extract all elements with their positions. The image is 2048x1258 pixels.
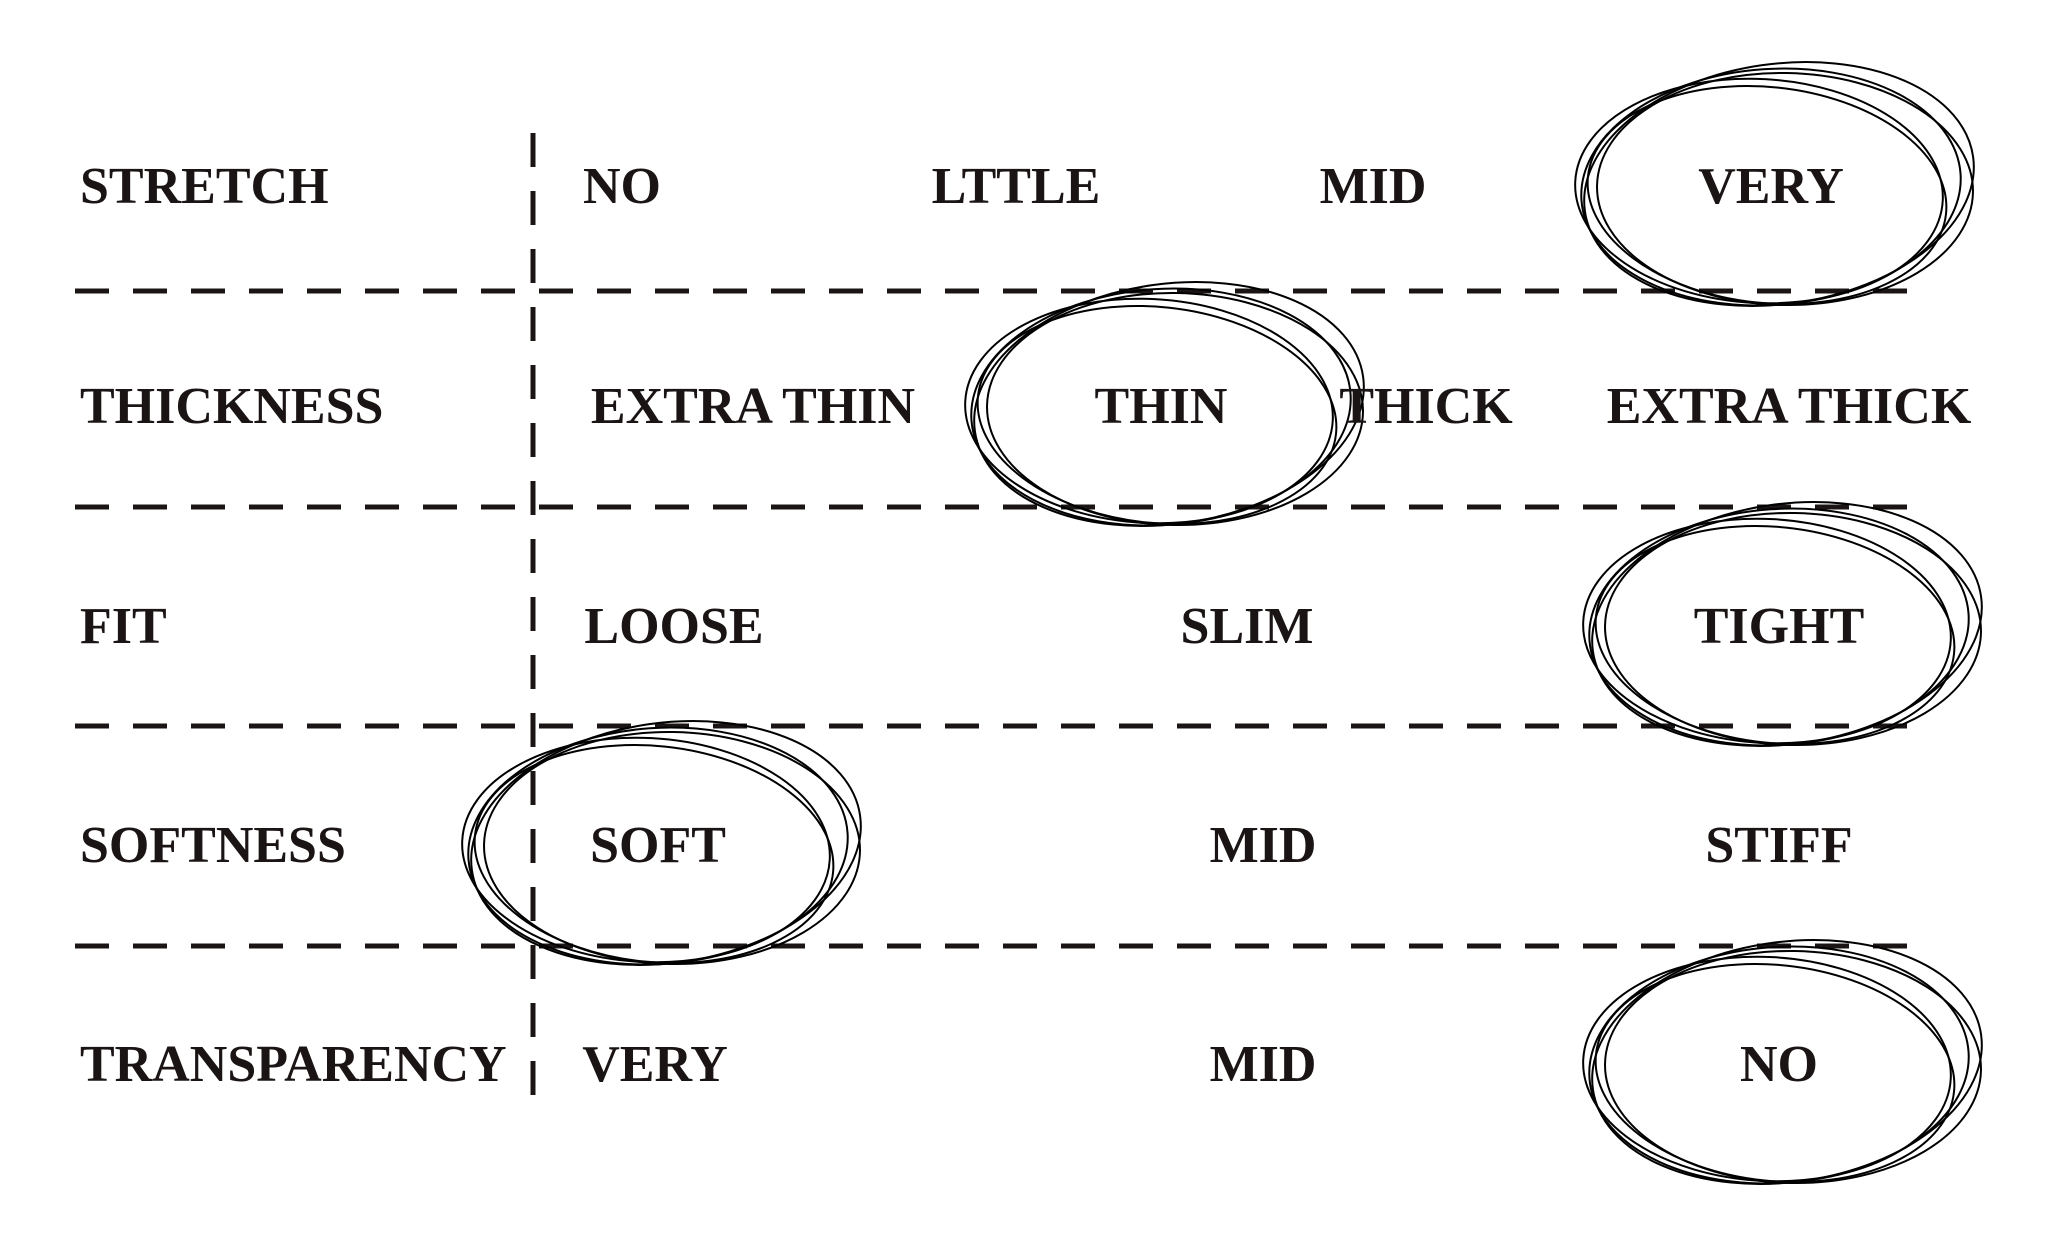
- row-label-transparency: TRANSPARENCY: [80, 1036, 507, 1093]
- option-softness-mid: MID: [1209, 817, 1317, 874]
- option-transparency-very: VERY: [582, 1036, 728, 1093]
- selection-circle-stroke: [1591, 501, 1983, 747]
- option-stretch-mid: MID: [1319, 158, 1427, 215]
- selection-circle-stroke: [1604, 949, 1982, 1185]
- option-stretch-very: VERY: [1698, 158, 1844, 215]
- selection-circle-stroke: [973, 281, 1365, 527]
- option-stretch-little: LTTLE: [931, 158, 1101, 215]
- selection-circle-stroke: [1596, 71, 1974, 307]
- option-thickness-extra-thick: EXTRA THICK: [1606, 378, 1972, 435]
- divider-lines: [75, 133, 1930, 1118]
- option-fit-slim: SLIM: [1180, 598, 1314, 655]
- selection-circles: [461, 61, 1983, 1185]
- selection-circle-stroke: [1583, 61, 1975, 307]
- selection-circle-stroke: [483, 730, 861, 966]
- selection-circle-stroke: [1591, 939, 1983, 1185]
- option-transparency-no: NO: [1740, 1036, 1818, 1093]
- option-thickness-thin: THIN: [1094, 378, 1228, 435]
- option-thickness-thick: THICK: [1339, 378, 1513, 435]
- option-fit-tight: TIGHT: [1693, 598, 1865, 655]
- option-softness-soft: SOFT: [590, 817, 726, 874]
- option-softness-stiff: STIFF: [1705, 817, 1853, 874]
- option-thickness-extra-thin: EXTRA THIN: [590, 378, 916, 435]
- option-transparency-mid: MID: [1209, 1036, 1317, 1093]
- selection-circle-stroke: [470, 720, 862, 966]
- option-stretch-no: NO: [583, 158, 661, 215]
- row-label-fit: FIT: [80, 598, 167, 655]
- row-label-thickness: THICKNESS: [80, 378, 384, 435]
- row-label-softness: SOFTNESS: [80, 817, 346, 874]
- selection-circle-stroke: [1604, 511, 1982, 747]
- row-label-stretch: STRETCH: [80, 158, 329, 215]
- option-fit-loose: LOOSE: [584, 598, 764, 655]
- selection-circle-stroke: [986, 291, 1364, 527]
